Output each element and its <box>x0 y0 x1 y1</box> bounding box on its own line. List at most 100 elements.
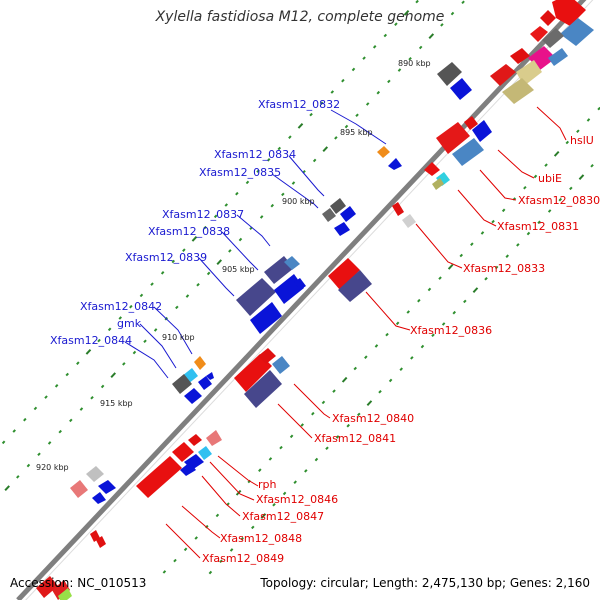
gene-block[interactable] <box>437 62 462 86</box>
gene-label[interactable]: Xfasm12_0837 <box>162 208 244 221</box>
gene-label[interactable]: Xfasm12_0840 <box>332 412 414 425</box>
gene-label[interactable]: rph <box>258 478 277 491</box>
tick-dot <box>334 136 338 140</box>
gene-block[interactable] <box>338 270 372 302</box>
tick-dot <box>463 299 467 304</box>
gene-label[interactable]: Xfasm12_0836 <box>410 324 492 337</box>
leader-line <box>209 461 255 501</box>
gene-label[interactable]: Xfasm12_0834 <box>214 148 296 161</box>
tick-dot <box>191 236 198 242</box>
scale-label: 910 kbp <box>162 333 195 342</box>
gene-block[interactable] <box>542 28 564 48</box>
gene-arrow[interactable] <box>180 462 196 476</box>
gene-arrow[interactable] <box>490 64 516 86</box>
gene-arrow[interactable] <box>340 206 356 222</box>
gene-label[interactable]: ubiE <box>538 172 562 185</box>
gene-arrow[interactable] <box>294 278 306 290</box>
gene-label[interactable]: Xfasm12_0830 <box>518 194 600 207</box>
tick-dot <box>452 310 456 315</box>
gene-block[interactable] <box>432 178 444 190</box>
tick-dot <box>4 485 10 492</box>
gene-arrow[interactable] <box>540 10 556 26</box>
gene-label[interactable]: Xfasm12_0839 <box>125 251 207 264</box>
tick-dot <box>553 150 560 157</box>
gene-block[interactable] <box>244 370 282 408</box>
gene-arrow[interactable] <box>250 302 282 334</box>
gene-arrow[interactable] <box>328 258 360 290</box>
gene-arrow[interactable] <box>552 0 586 26</box>
genome-summary-text: Topology: circular; Length: 2,475,130 bp… <box>260 576 590 590</box>
tick-dot <box>304 469 308 473</box>
gene-arrow[interactable] <box>392 202 404 216</box>
gene-arrow[interactable] <box>98 480 116 494</box>
tick-dot <box>385 332 389 337</box>
tick-dot <box>208 570 213 575</box>
gene-block[interactable] <box>502 78 534 104</box>
gene-label[interactable]: Xfasm12_0835 <box>199 166 281 179</box>
gene-arrow[interactable] <box>472 120 492 142</box>
right-gene-labels: hslU ubiE Xfasm12_0830 Xfasm12_0831 Xfas… <box>202 134 600 565</box>
gene-arrow[interactable] <box>96 536 106 548</box>
gene-arrow[interactable] <box>234 354 272 392</box>
gene-arrow[interactable] <box>464 116 478 130</box>
gene-label[interactable]: Xfasm12_0847 <box>242 510 324 523</box>
gene-label[interactable]: Xfasm12_0844 <box>50 334 132 347</box>
gene-block[interactable] <box>58 588 72 600</box>
gene-label[interactable]: Xfasm12_0841 <box>314 432 396 445</box>
gene-arrow[interactable] <box>172 442 194 462</box>
gene-arrow[interactable] <box>388 158 402 170</box>
gene-block[interactable] <box>172 374 192 394</box>
tick-dot <box>505 254 510 258</box>
scale-label: 915 kbp <box>100 399 133 408</box>
gene-block[interactable] <box>377 146 390 158</box>
gene-arrow[interactable] <box>198 376 212 390</box>
gene-arrow[interactable] <box>334 222 350 236</box>
gene-arrow[interactable] <box>258 348 276 364</box>
gene-block[interactable] <box>452 138 484 166</box>
gene-block[interactable] <box>548 48 568 66</box>
tick-dot <box>247 479 251 484</box>
leader-line <box>153 306 193 355</box>
gene-block[interactable] <box>530 26 548 42</box>
gene-label[interactable]: hslU <box>570 134 594 147</box>
gene-block[interactable] <box>322 208 336 222</box>
tick-dot <box>387 79 391 84</box>
tick-dot <box>341 78 345 83</box>
gene-label[interactable]: Xfasm12_0848 <box>220 532 302 545</box>
gene-arrow[interactable] <box>92 492 106 504</box>
gene-block[interactable] <box>402 214 416 228</box>
gene-arrow[interactable] <box>206 372 214 380</box>
gene-arrow[interactable] <box>136 456 182 498</box>
gene-label[interactable]: Xfasm12_0849 <box>202 552 284 565</box>
gene-label[interactable]: Xfasm12_0833 <box>463 262 545 275</box>
gene-arrow[interactable] <box>560 18 594 46</box>
gene-arrow[interactable] <box>450 78 472 100</box>
gene-arrow[interactable] <box>36 576 58 598</box>
gene-arrow[interactable] <box>188 434 202 446</box>
gene-block[interactable] <box>236 278 276 316</box>
gene-block[interactable] <box>198 446 212 460</box>
tick-dot <box>288 135 292 139</box>
gene-block[interactable] <box>510 48 530 64</box>
gene-block[interactable] <box>194 356 206 370</box>
tick-dot <box>311 411 315 416</box>
gene-label[interactable]: Xfasm12_0838 <box>148 225 230 238</box>
gene-label[interactable]: Xfasm12_0831 <box>497 220 579 233</box>
gene-label[interactable]: gmk <box>117 317 142 330</box>
gene-arrow[interactable] <box>184 388 202 404</box>
gene-block[interactable] <box>284 256 300 270</box>
gene-block[interactable] <box>330 198 346 214</box>
gene-arrow[interactable] <box>424 162 440 176</box>
gene-block[interactable] <box>70 480 88 498</box>
gene-label[interactable]: Xfasm12_0832 <box>258 98 340 111</box>
gene-arrow[interactable] <box>436 122 470 154</box>
tick-dot <box>277 146 282 151</box>
gene-arrow[interactable] <box>52 580 70 600</box>
tick-dot <box>16 475 20 479</box>
gene-block[interactable] <box>206 430 222 446</box>
gene-block[interactable] <box>86 466 104 482</box>
gene-label[interactable]: Xfasm12_0846 <box>256 493 338 506</box>
gene-label[interactable]: Xfasm12_0842 <box>80 300 162 313</box>
gene-block[interactable] <box>272 356 290 374</box>
tick-dot <box>335 435 340 439</box>
